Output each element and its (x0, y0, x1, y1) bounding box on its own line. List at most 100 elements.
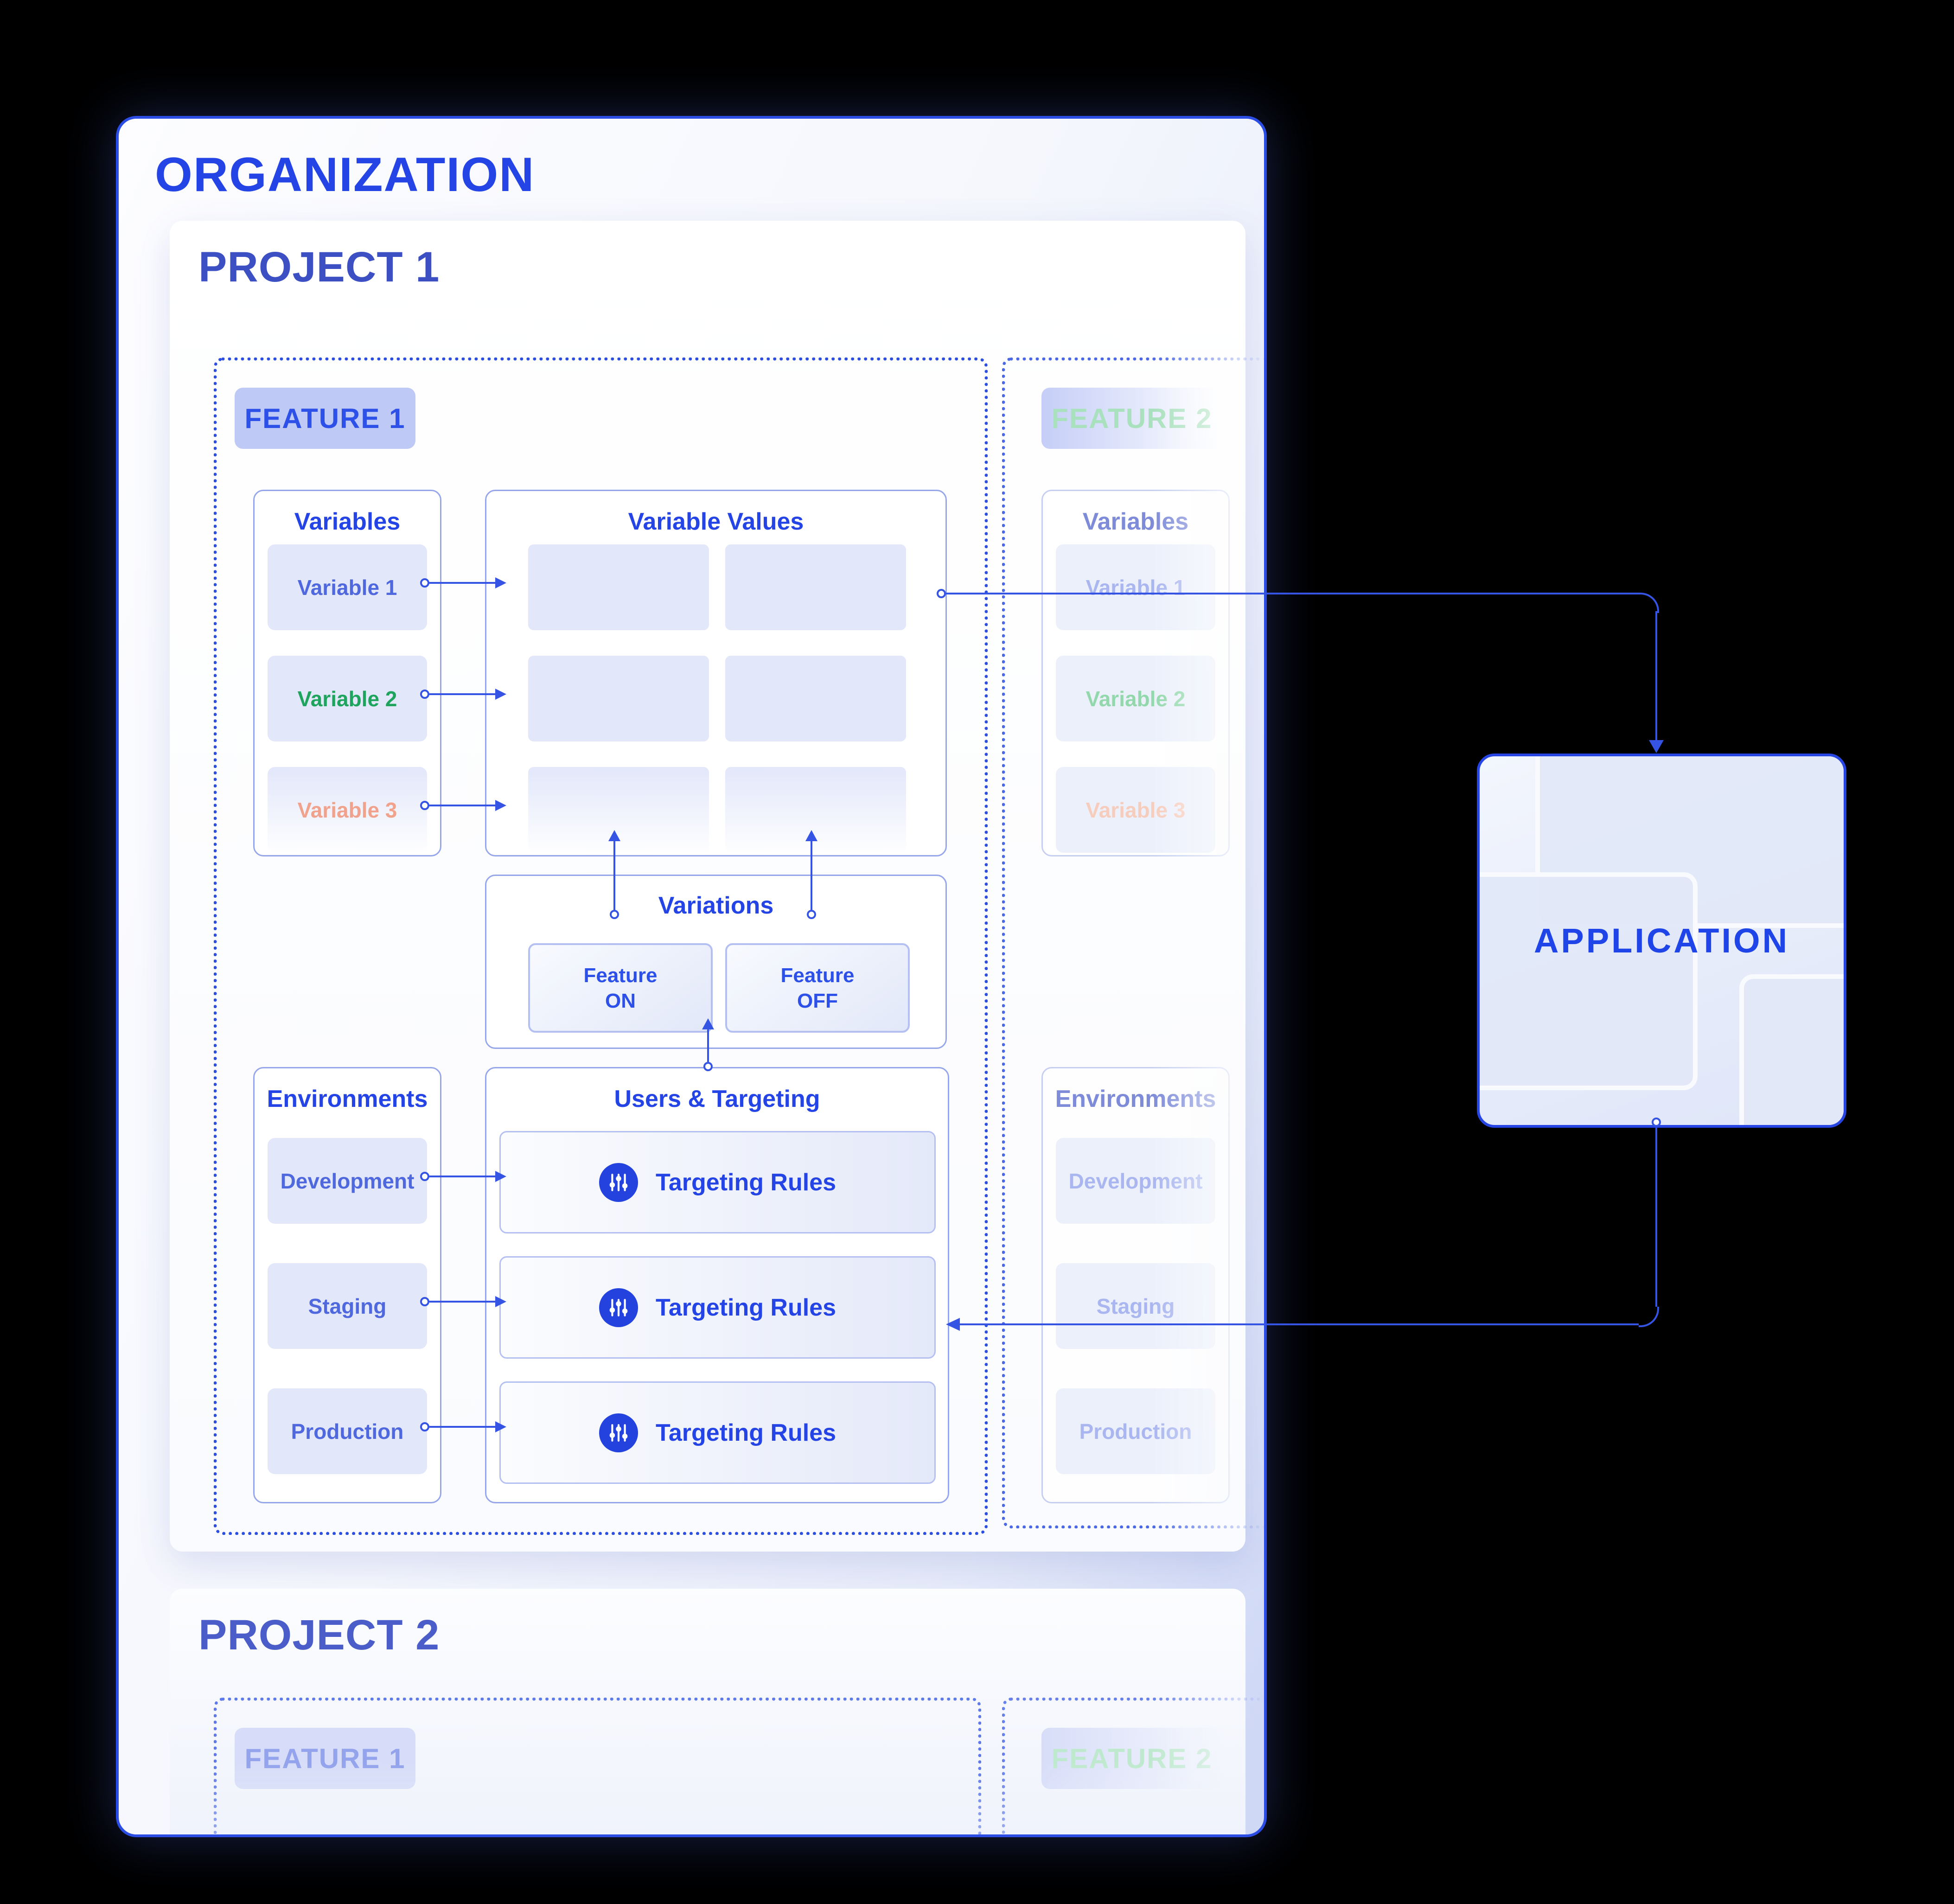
organization-panel: ORGANIZATION PROJECT 1 FEATURE 1 Variabl… (116, 116, 1267, 1837)
production-to-rules-line (429, 1426, 495, 1428)
connector-ring (937, 589, 946, 598)
environment-item-staging: Staging (268, 1263, 427, 1349)
arrow-right-icon (495, 1171, 506, 1182)
variable-item-2: Variable 2 (268, 656, 427, 741)
project2-card: PROJECT 2 (170, 1589, 1245, 1834)
project2-feature1-chip: FEATURE 1 (235, 1728, 415, 1789)
variations-panel: Variations Feature ON Feature OFF (485, 875, 947, 1049)
feature2-environments-title: Environments (1055, 1086, 1216, 1112)
connector-ring (420, 1297, 429, 1306)
feature2-chip-label: FEATURE 2 (1051, 403, 1213, 434)
arrow-right-icon (495, 1296, 506, 1307)
arrow-up-icon (702, 1018, 714, 1029)
feature-on-line1: Feature (583, 964, 658, 987)
connector-ring (610, 910, 619, 919)
project2-feature1-group: FEATURE 1 (214, 1698, 981, 1834)
feature-on-to-values-line (613, 841, 615, 910)
project2-feature2-chip-label: FEATURE 2 (1051, 1743, 1213, 1774)
environments-panel: Environments Development Staging Product… (253, 1067, 441, 1503)
connector-ring (420, 578, 429, 588)
targeting-rule-row-1: Targeting Rules (499, 1131, 936, 1233)
application-title: APPLICATION (1533, 921, 1790, 960)
app-decor-block (1739, 974, 1844, 1125)
users-targeting-title: Users & Targeting (614, 1086, 820, 1112)
connector-ring (420, 690, 429, 699)
environment-item-production: Production (268, 1388, 427, 1474)
variable-item-1: Variable 1 (268, 544, 427, 630)
arrow-right-icon (495, 577, 506, 588)
variables-panel: Variables Variable 1 Variable 2 Variable… (253, 490, 441, 856)
feature2-variable-item-1: Variable 1 (1056, 544, 1215, 630)
variables-to-values-line-3 (429, 805, 495, 806)
variable-item-3: Variable 3 (268, 767, 427, 853)
arrow-right-icon (495, 800, 506, 811)
variable-values-title: Variable Values (628, 508, 804, 535)
targeting-to-variations-line (707, 1029, 709, 1062)
variations-title: Variations (658, 892, 774, 919)
environments-title: Environments (267, 1086, 428, 1112)
targeting-rule-label: Targeting Rules (655, 1169, 837, 1196)
arrow-right-icon (495, 1421, 506, 1432)
feature2-staging-label: Staging (1096, 1294, 1175, 1318)
feature2-variable-2-label: Variable 2 (1086, 686, 1186, 711)
feature2-development-label: Development (1068, 1169, 1203, 1193)
value-placeholder (528, 656, 709, 741)
project1-title: PROJECT 1 (198, 243, 440, 291)
feature-off-line2: OFF (797, 989, 838, 1012)
feature2-variables-panel: Variables Variable 1 Variable 2 Variable… (1041, 490, 1230, 856)
feature-on-button: Feature ON (528, 943, 713, 1033)
feature2-environment-staging: Staging (1056, 1263, 1215, 1349)
value-placeholder (725, 656, 906, 741)
connector-ring (420, 1422, 429, 1431)
application-box: APPLICATION (1477, 754, 1846, 1128)
arrow-left-icon (946, 1318, 960, 1331)
application-to-targeting-line-v (1655, 1128, 1657, 1307)
feature2-environments-panel: Environments Development Staging Product… (1041, 1067, 1230, 1503)
values-to-application-line-v (1655, 611, 1657, 741)
development-to-rules-line (429, 1176, 495, 1177)
sliders-icon (599, 1413, 638, 1452)
feature1-chip-label: FEATURE 1 (244, 403, 406, 434)
feature2-variables-title: Variables (1082, 508, 1189, 535)
arrow-down-icon (1649, 740, 1664, 753)
connector-ring (420, 1172, 429, 1181)
application-to-targeting-line (959, 1323, 1639, 1325)
project2-title: PROJECT 2 (198, 1611, 440, 1659)
feature-on-line2: ON (605, 989, 636, 1012)
connector-ring (703, 1062, 713, 1071)
variables-to-values-line-1 (429, 582, 495, 584)
targeting-rule-label: Targeting Rules (655, 1294, 837, 1321)
feature-off-line1: Feature (780, 964, 855, 987)
variables-title: Variables (294, 508, 401, 535)
development-label: Development (280, 1169, 415, 1193)
value-placeholder (528, 544, 709, 630)
app-decor-block (1480, 872, 1698, 1090)
feature2-dotted-border (1002, 358, 1264, 1528)
connector-corner (1639, 593, 1659, 613)
feature2-environment-production: Production (1056, 1388, 1215, 1474)
feature2-chip: FEATURE 2 (1041, 388, 1222, 449)
connector-ring (807, 910, 816, 919)
values-to-application-line (946, 593, 1639, 594)
sliders-icon (599, 1288, 638, 1327)
feature2-variable-3-label: Variable 3 (1086, 798, 1186, 822)
arrow-up-icon (608, 830, 620, 841)
targeting-rule-row-2: Targeting Rules (499, 1256, 936, 1359)
variable-3-label: Variable 3 (297, 798, 397, 822)
organization-title: ORGANIZATION (155, 148, 535, 202)
targeting-rule-label: Targeting Rules (655, 1419, 837, 1446)
feature2-variable-1-label: Variable 1 (1086, 575, 1186, 600)
feature2-environment-development: Development (1056, 1138, 1215, 1224)
feature1-group (214, 358, 988, 1535)
arrow-right-icon (495, 689, 506, 700)
feature2-variable-item-3: Variable 3 (1056, 767, 1215, 853)
value-placeholder (725, 544, 906, 630)
feature-off-button: Feature OFF (725, 943, 910, 1033)
users-targeting-panel: Users & Targeting Targeting Rules Target… (485, 1067, 949, 1503)
connector-ring (1652, 1118, 1661, 1127)
connector-ring (420, 801, 429, 810)
feature2-production-label: Production (1079, 1419, 1192, 1444)
connector-corner (1639, 1307, 1659, 1327)
feature2-group: FEATURE 2 Variables Variable 1 Variable … (1002, 358, 1264, 1528)
production-label: Production (291, 1419, 404, 1444)
